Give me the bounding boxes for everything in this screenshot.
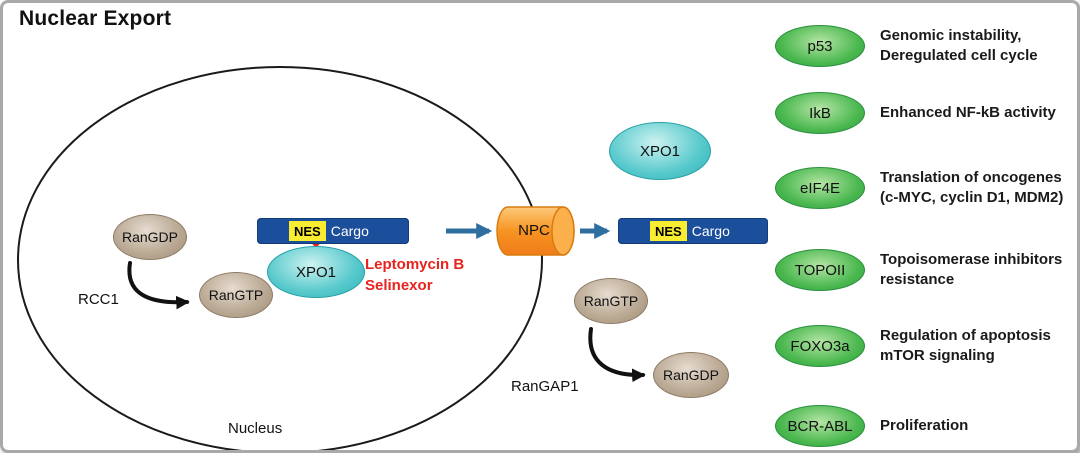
nes-cargo-bar-nucleus: NES Cargo — [257, 218, 409, 244]
rangap1-arrow — [588, 327, 646, 383]
nes-tag: NES — [289, 221, 326, 241]
inhibitor-line-2: Selinexor — [365, 277, 433, 294]
p53-ellipse: p53 — [775, 25, 865, 67]
foxo3a-ellipse: FOXO3a — [775, 325, 865, 367]
desc-line-2: (c-MYC, cyclin D1, MDM2) — [880, 189, 1064, 206]
desc-line-2: resistance — [880, 271, 955, 288]
xpo1-label: XPO1 — [639, 142, 681, 160]
desc-line-1: Topoisomerase inhibitors — [880, 251, 1063, 268]
cargo-name: BCR-ABL — [787, 417, 853, 435]
desc-line-2: mTOR signaling — [880, 347, 995, 364]
inhibitor-drugs: Leptomycin B Selinexor — [365, 254, 464, 296]
rangdp-label: RanGDP — [662, 367, 720, 383]
topoii-ellipse: TOPOII — [775, 249, 865, 291]
desc-line-1: Proliferation — [880, 417, 969, 434]
eif4e-ellipse: eIF4E — [775, 167, 865, 209]
desc-line-1: Translation of oncogenes — [880, 169, 1062, 186]
cargo-name: eIF4E — [799, 179, 841, 197]
cargo-item-eif4e: eIF4E Translation of oncogenes (c-MYC, c… — [775, 167, 1063, 209]
cargo-item-p53: p53 Genomic instability, Deregulated cel… — [775, 25, 1038, 67]
cargo-item-foxo3a: FOXO3a Regulation of apoptosis mTOR sign… — [775, 325, 1051, 367]
cargo-description: Topoisomerase inhibitors resistance — [880, 250, 1062, 290]
rangtp-ellipse-nucleus: RanGTP — [199, 272, 273, 318]
xpo1-ellipse-cytoplasm: XPO1 — [609, 122, 711, 180]
rangap1-label: RanGAP1 — [511, 378, 579, 395]
npc-label: NPC — [518, 222, 550, 239]
nes-cargo-bar-cytoplasm: NES Cargo — [618, 218, 768, 244]
cargo-item-ikb: IkB Enhanced NF-kB activity — [775, 92, 1056, 134]
nes-tag: NES — [650, 221, 687, 241]
rcc1-label: RCC1 — [78, 291, 119, 308]
desc-line-1: Enhanced NF-kB activity — [880, 104, 1056, 121]
desc-line-1: Regulation of apoptosis — [880, 327, 1051, 344]
rangdp-label: RanGDP — [121, 229, 179, 245]
cargo-description: Enhanced NF-kB activity — [880, 103, 1056, 123]
rangdp-ellipse-nucleus: RanGDP — [113, 214, 187, 260]
rangtp-label: RanGTP — [208, 287, 264, 303]
inhibitor-line-1: Leptomycin B — [365, 256, 465, 273]
desc-line-2: Deregulated cell cycle — [880, 47, 1038, 64]
rangdp-ellipse-cytoplasm: RanGDP — [653, 352, 729, 398]
xpo1-ellipse-nucleus: XPO1 — [267, 246, 365, 298]
cargo-description: Genomic instability, Deregulated cell cy… — [880, 26, 1038, 66]
bcr-abl-ellipse: BCR-ABL — [775, 405, 865, 447]
cargo-description: Proliferation — [880, 416, 968, 436]
rcc1-arrow — [127, 261, 190, 310]
page-title: Nuclear Export — [19, 7, 172, 30]
cargo-name: p53 — [807, 37, 833, 55]
cargo-description: Regulation of apoptosis mTOR signaling — [880, 326, 1051, 366]
cargo-item-bcr-abl: BCR-ABL Proliferation — [775, 405, 968, 447]
nucleus-label: Nucleus — [228, 420, 283, 437]
cargo-name: FOXO3a — [790, 337, 850, 355]
cargo-name: IkB — [809, 104, 831, 122]
xpo1-label: XPO1 — [295, 263, 337, 281]
ikb-ellipse: IkB — [775, 92, 865, 134]
cargo-description: Translation of oncogenes (c-MYC, cyclin … — [880, 168, 1063, 208]
desc-line-1: Genomic instability, — [880, 27, 1022, 44]
rangtp-ellipse-cytoplasm: RanGTP — [574, 278, 648, 324]
cargo-item-topoii: TOPOII Topoisomerase inhibitors resistan… — [775, 249, 1062, 291]
cargo-name: TOPOII — [794, 261, 846, 279]
cargo-label: Cargo — [330, 223, 369, 239]
rangtp-label: RanGTP — [583, 293, 639, 309]
cargo-label: Cargo — [691, 223, 730, 239]
